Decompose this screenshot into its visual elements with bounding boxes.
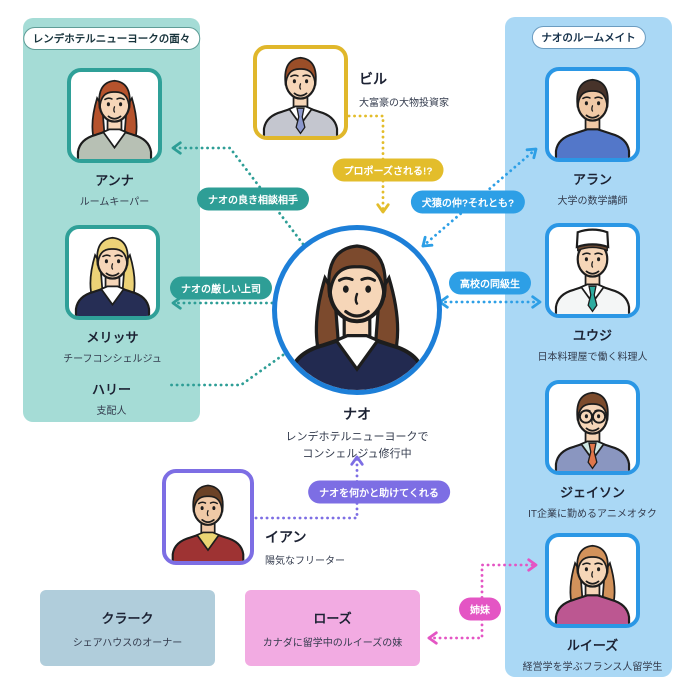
character-role-nao: レンデホテルニューヨークで コンシェルジュ修行中	[257, 429, 457, 463]
avatar-bill	[253, 45, 348, 140]
character-name-jason: ジェイソン	[559, 485, 625, 500]
character-card-jason: ジェイソン IT企業に勤めるアニメオタク	[528, 380, 657, 520]
character-card-yuji: ユウジ 日本料理屋で働く料理人	[538, 223, 648, 363]
relation-label-classmates: 高校の同級生	[449, 271, 531, 295]
character-role-nao-line2: コンシェルジュ修行中	[302, 448, 412, 461]
character-card-clark: クラーク シェアハウスのオーナー	[40, 590, 215, 666]
character-name-ian: イアン	[265, 529, 307, 545]
character-role-rose: カナダに留学中のルイーズの妹	[262, 637, 403, 649]
hotel-group-label: レンデホテルニューヨークの面々	[22, 27, 201, 50]
relation-label-advisor: ナオの良き相談相手	[197, 187, 309, 211]
character-name-melissa: メリッサ	[86, 330, 139, 345]
avatar-louise	[545, 533, 640, 628]
avatar-alan	[545, 67, 640, 162]
character-name-nao: ナオ	[343, 406, 371, 422]
character-name-harry: ハリー	[91, 382, 131, 397]
character-name-alan: アラン	[572, 172, 612, 187]
character-role-harry: 支配人	[96, 406, 127, 417]
relation-label-sisters: 姉妹	[459, 597, 501, 621]
relation-label-helper: ナオを何かと助けてくれる	[308, 480, 450, 504]
character-card-melissa: メリッサ チーフコンシェルジュ	[63, 225, 162, 365]
character-role-bill: 大富豪の大物投資家	[359, 98, 449, 109]
character-role-anna: ルームキーパー	[79, 197, 150, 208]
character-card-bill: ビル 大富豪の大物投資家	[253, 45, 449, 140]
character-name-louise: ルイーズ	[566, 638, 619, 653]
character-name-clark: クラーク	[101, 610, 154, 626]
character-name-anna: アンナ	[95, 173, 134, 188]
avatar-melissa	[65, 225, 160, 320]
character-role-nao-line1: レンデホテルニューヨークで	[285, 431, 429, 443]
character-role-clark: シェアハウスのオーナー	[72, 637, 183, 649]
avatar-ian	[162, 469, 254, 565]
relation-label-rivals: 犬猿の仲?それとも?	[410, 190, 526, 214]
relation-label-propose: プロポーズされる!?	[332, 158, 444, 182]
character-name-bill: ビル	[359, 71, 387, 87]
avatar-yuji	[545, 223, 640, 318]
character-card-nao: ナオ レンデホテルニューヨークで コンシェルジュ修行中	[272, 225, 442, 463]
character-role-alan: 大学の数学講師	[557, 196, 628, 207]
character-card-louise: ルイーズ 経営学を学ぶフランス人留学生	[523, 533, 662, 673]
character-role-ian: 陽気なフリーター	[265, 556, 345, 567]
character-card-harry: ハリー 支配人	[23, 372, 200, 417]
avatar-anna	[67, 68, 162, 163]
character-name-rose: ローズ	[313, 610, 352, 626]
character-card-ian: イアン 陽気なフリーター	[162, 469, 345, 567]
character-card-alan: アラン 大学の数学講師	[545, 67, 640, 207]
character-role-jason: IT企業に勤めるアニメオタク	[528, 509, 657, 520]
character-role-yuji: 日本料理屋で働く料理人	[537, 352, 648, 363]
character-info-bill: ビル 大富豪の大物投資家	[359, 69, 449, 109]
character-card-rose: ローズ カナダに留学中のルイーズの妹	[245, 590, 420, 666]
character-card-anna: アンナ ルームキーパー	[67, 68, 162, 208]
roommates-group-label: ナオのルームメイト	[531, 26, 646, 49]
character-info-ian: イアン 陽気なフリーター	[265, 527, 345, 567]
avatar-jason	[545, 380, 640, 475]
character-name-yuji: ユウジ	[572, 328, 612, 343]
character-role-melissa: チーフコンシェルジュ	[63, 354, 162, 365]
character-role-louise: 経営学を学ぶフランス人留学生	[522, 662, 663, 673]
relation-label-boss: ナオの厳しい上司	[170, 276, 272, 300]
avatar-nao	[272, 225, 442, 395]
